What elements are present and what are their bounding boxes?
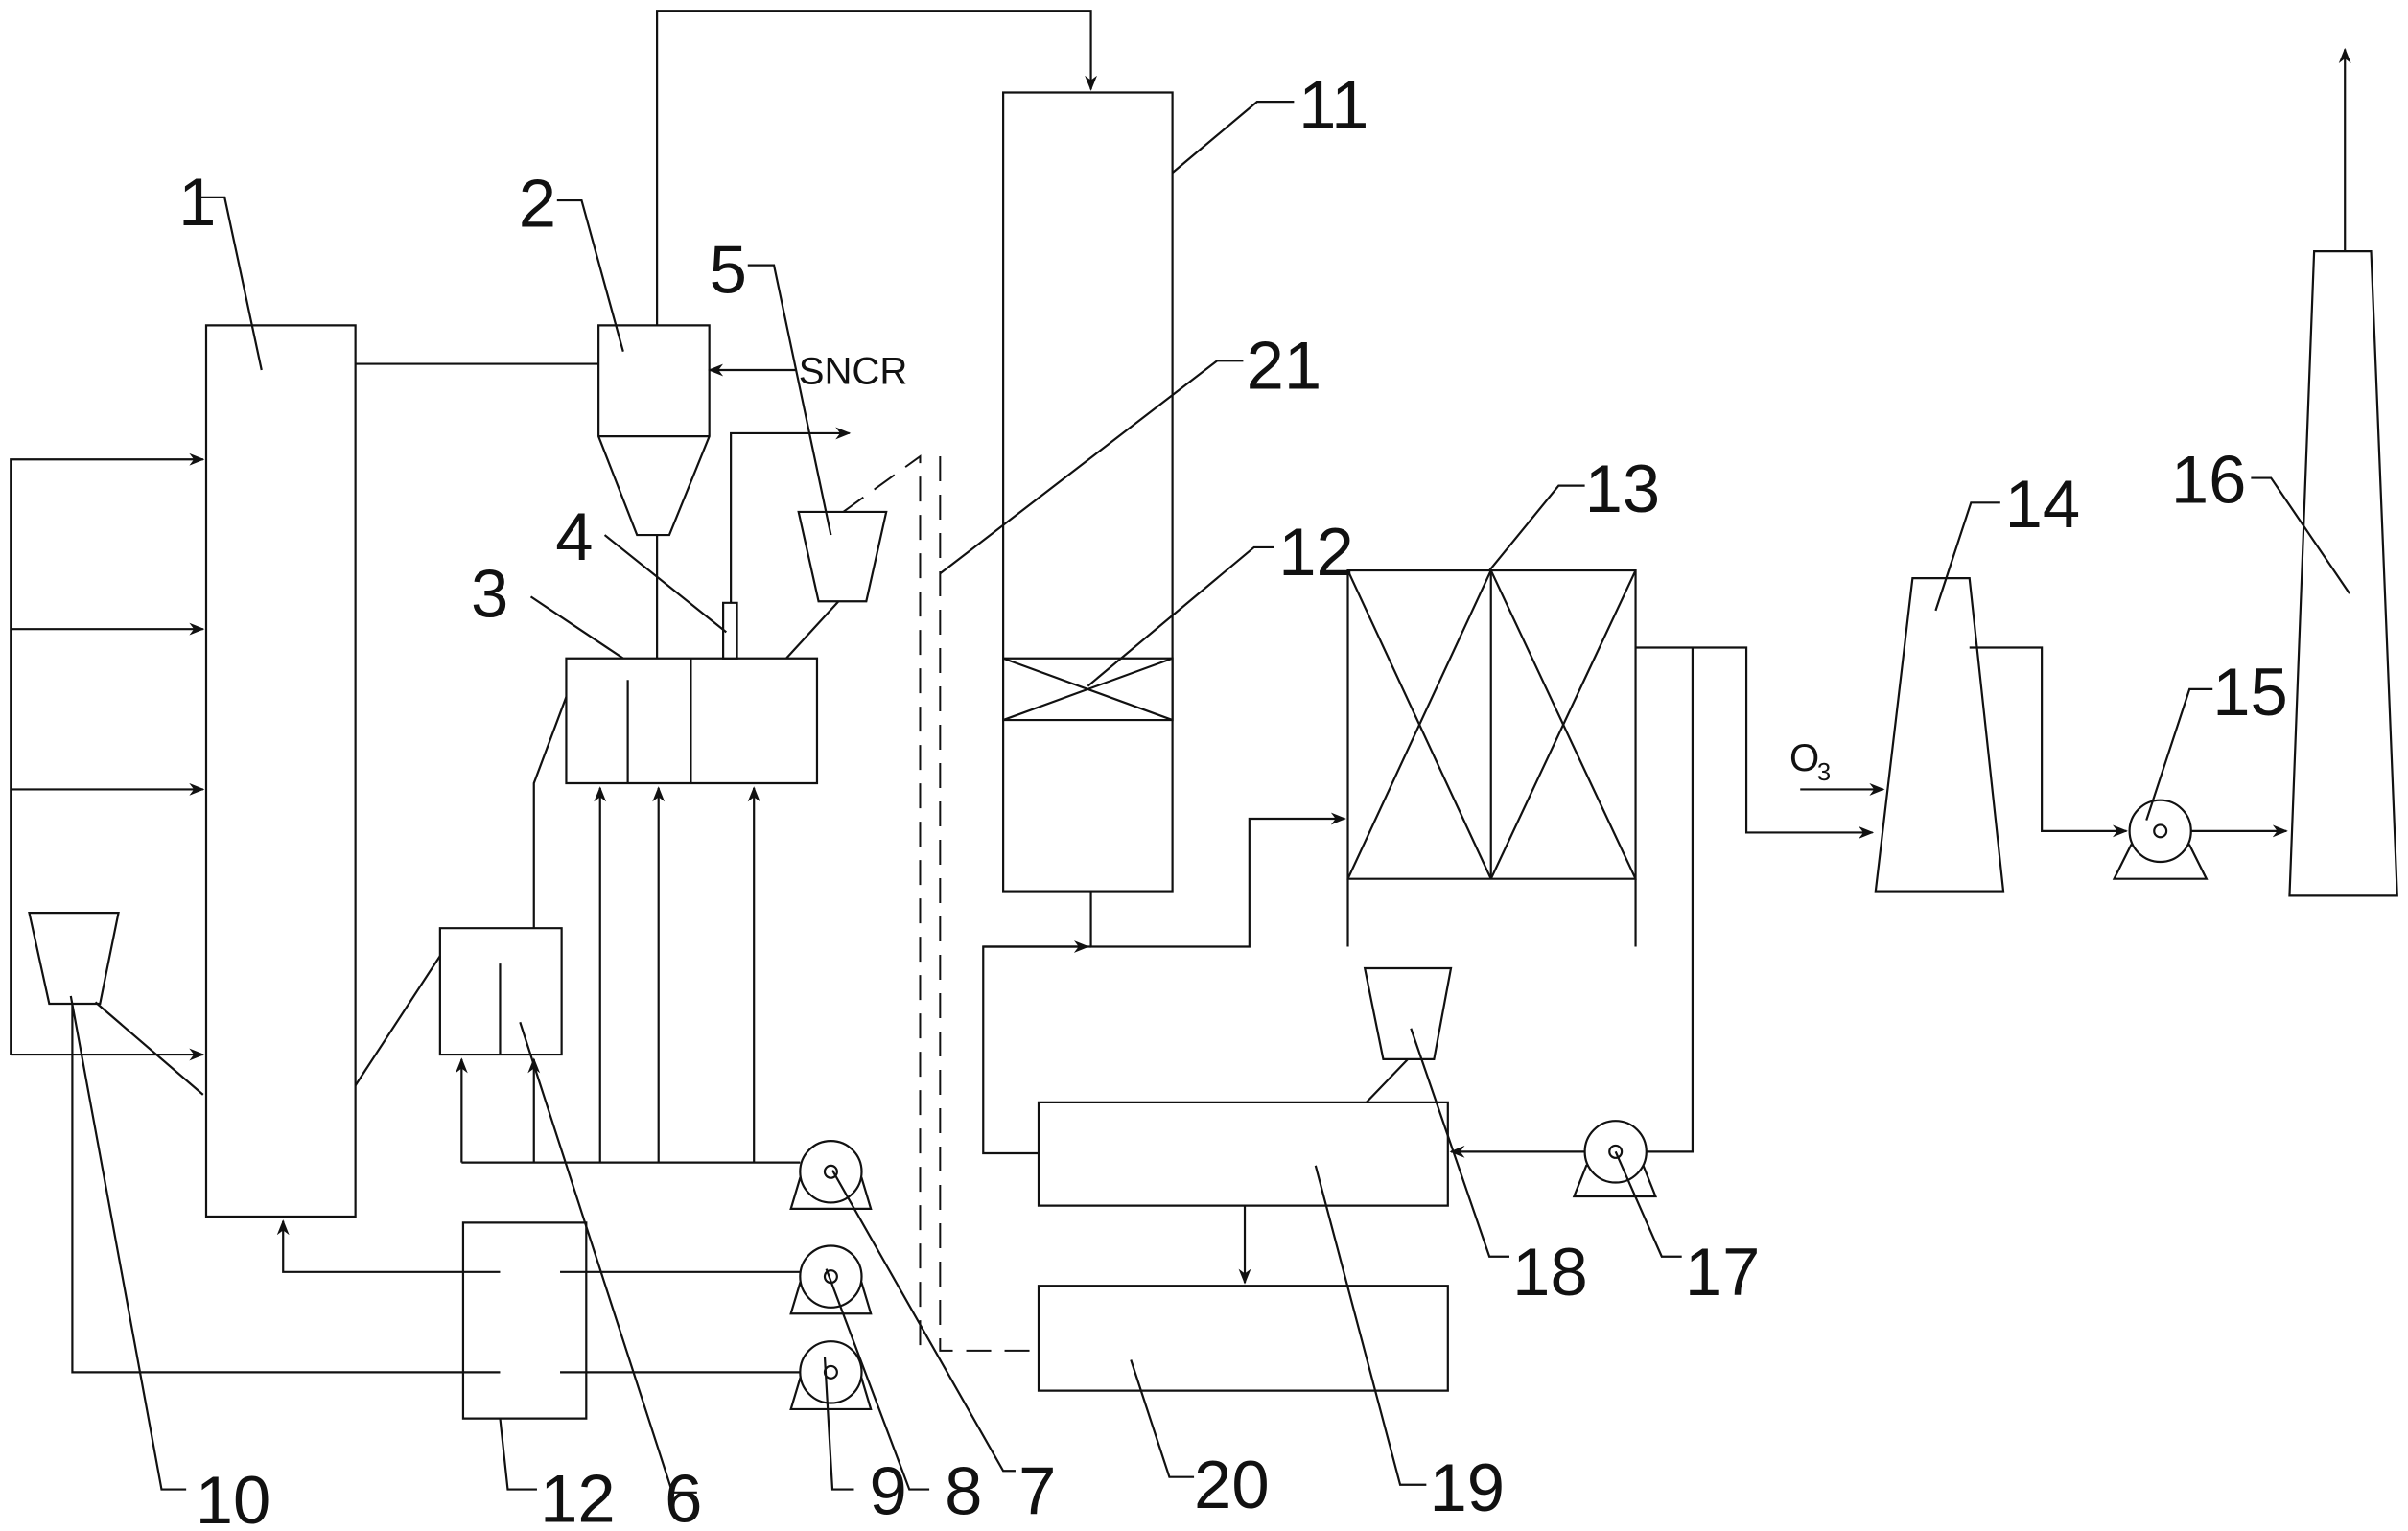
activator-19 — [1039, 1102, 1448, 1206]
label-19: 19 — [1430, 1450, 1506, 1525]
furnace-1 — [206, 325, 356, 1217]
label-15: 15 — [2212, 654, 2288, 730]
label-17: 17 — [1685, 1234, 1761, 1310]
circulating-fan-17 — [1574, 1121, 1655, 1196]
label-21: 21 — [1247, 327, 1322, 403]
label-12-catalyst: 12 — [1278, 514, 1354, 590]
label-2: 2 — [519, 165, 556, 241]
label-3: 3 — [471, 555, 508, 631]
label-11: 11 — [1298, 66, 1368, 142]
label-10: 10 — [196, 1462, 271, 1531]
label-16: 16 — [2171, 441, 2247, 517]
label-8: 8 — [945, 1452, 982, 1528]
sncr-label: SNCR — [799, 349, 908, 392]
label-5: 5 — [710, 231, 747, 307]
cyclone-separator-2 — [598, 325, 710, 535]
label-13: 13 — [1585, 451, 1661, 526]
label-14: 14 — [2005, 466, 2081, 542]
label-18: 18 — [1512, 1234, 1588, 1310]
fan-8 — [791, 1245, 871, 1313]
chimney-16 — [2289, 251, 2396, 895]
ash-hopper-18 — [1365, 968, 1451, 1059]
label-20: 20 — [1194, 1447, 1270, 1522]
label-12-splitter: 12 — [540, 1460, 616, 1531]
induced-draft-fan-15 — [2115, 800, 2207, 879]
fan-7 — [791, 1141, 871, 1209]
ozone-subscript: 3 — [1817, 759, 1831, 786]
splitter-box-12 — [463, 1222, 586, 1418]
oxidation-tower-14 — [1876, 578, 2003, 891]
label-6: 6 — [665, 1460, 702, 1531]
storage-bin-20 — [1039, 1286, 1448, 1390]
fan-9 — [791, 1341, 871, 1409]
label-9: 9 — [870, 1452, 907, 1528]
label-4: 4 — [555, 499, 593, 574]
label-1: 1 — [178, 164, 216, 240]
flue-column-11 — [1003, 92, 1172, 891]
coal-hopper-10 — [29, 913, 118, 1004]
hopper-5 — [799, 512, 886, 601]
label-7: 7 — [1018, 1452, 1056, 1528]
ozone-label: O — [1789, 736, 1819, 779]
